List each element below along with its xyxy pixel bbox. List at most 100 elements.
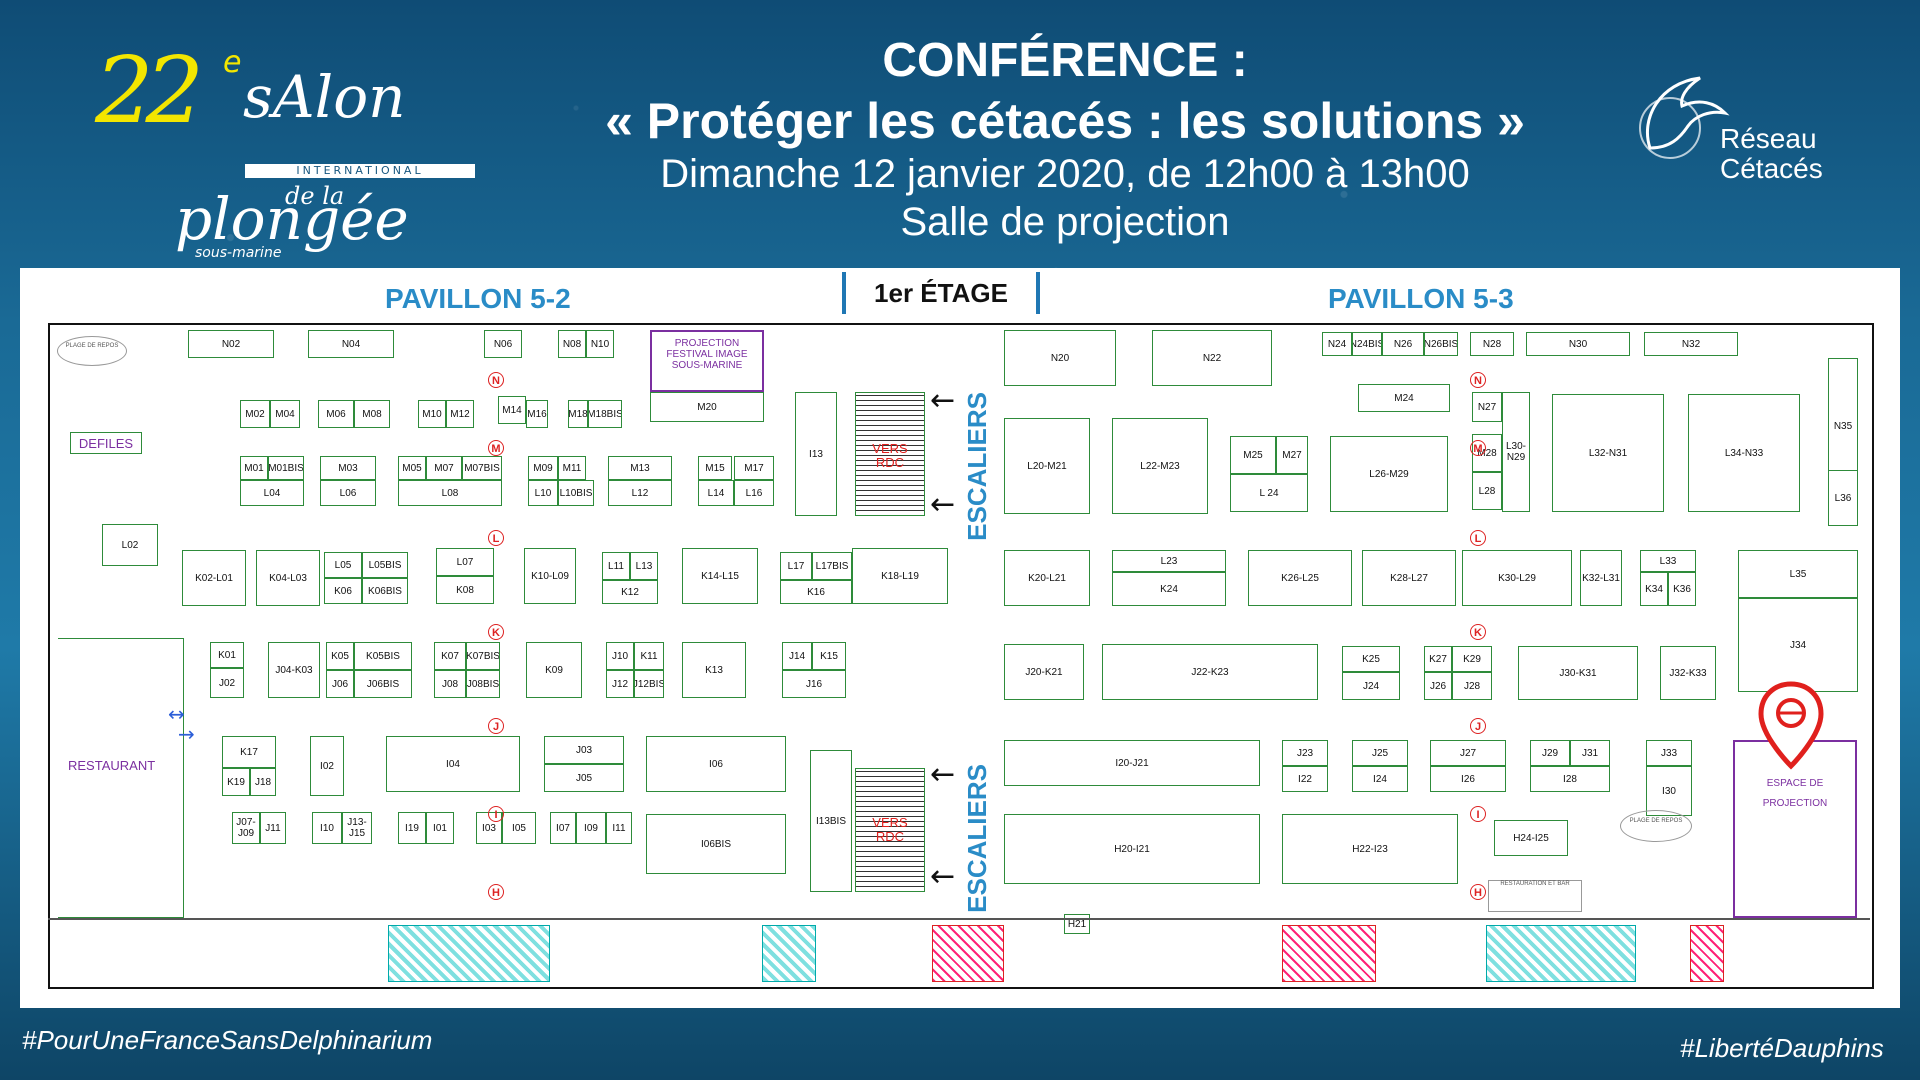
stand-i07[interactable]: I07: [550, 812, 576, 844]
stand-i06bis[interactable]: I06BIS: [646, 814, 786, 874]
stand-k30-l29[interactable]: K30-L29: [1462, 550, 1572, 606]
stand-m12[interactable]: M12: [446, 400, 474, 428]
stand-n08[interactable]: N08: [558, 330, 586, 358]
stand-j26[interactable]: J26: [1424, 672, 1452, 700]
stand-m07bis[interactable]: M07BIS: [462, 456, 502, 480]
stand-j12[interactable]: J12: [606, 670, 634, 698]
stand-m16[interactable]: M16: [526, 400, 548, 428]
stand-l22-m23[interactable]: L22-M23: [1112, 418, 1208, 514]
stand-l30-n29[interactable]: L30-N29: [1502, 392, 1530, 512]
festival-zone[interactable]: PROJECTION FESTIVAL IMAGE SOUS-MARINE: [650, 330, 764, 392]
stand-i05[interactable]: I05: [502, 812, 536, 844]
stand-j27[interactable]: J27: [1430, 740, 1506, 766]
stand-j06[interactable]: J06: [326, 670, 354, 698]
stand-l26-m29[interactable]: L26-M29: [1330, 436, 1448, 512]
stand-i04[interactable]: I04: [386, 736, 520, 792]
stand-l20-m21[interactable]: L20-M21: [1004, 418, 1090, 514]
stand-i11[interactable]: I11: [606, 812, 632, 844]
stand-k29[interactable]: K29: [1452, 646, 1492, 672]
stand-k17[interactable]: K17: [222, 736, 276, 768]
stand-k32-l31[interactable]: K32-L31: [1580, 550, 1622, 606]
stand-k01[interactable]: K01: [210, 642, 244, 668]
stand-l02[interactable]: L02: [102, 524, 158, 566]
stand-l16[interactable]: L16: [734, 480, 774, 506]
restaurant-zone[interactable]: [58, 638, 184, 918]
stand-l13[interactable]: L13: [630, 552, 658, 580]
stand-k27[interactable]: K27: [1424, 646, 1452, 672]
stand-k26-l25[interactable]: K26-L25: [1248, 550, 1352, 606]
stand-l33[interactable]: L33: [1640, 550, 1696, 572]
stand-m11[interactable]: M11: [558, 456, 586, 480]
stand-i28[interactable]: I28: [1530, 766, 1610, 792]
stand-j06bis[interactable]: J06BIS: [354, 670, 412, 698]
stand-l07[interactable]: L07: [436, 548, 494, 576]
stand-i01[interactable]: I01: [426, 812, 454, 844]
stand-k08[interactable]: K08: [436, 576, 494, 604]
stand-n22[interactable]: N22: [1152, 330, 1272, 386]
stand-j29[interactable]: J29: [1530, 740, 1570, 766]
stand-j18[interactable]: J18: [250, 768, 276, 796]
stand-n24[interactable]: N24: [1322, 332, 1352, 356]
stand-m01bis[interactable]: M01BIS: [268, 456, 304, 480]
stand-n02[interactable]: N02: [188, 330, 274, 358]
stand-m14[interactable]: M14: [498, 396, 526, 424]
stand-l10bis[interactable]: L10BIS: [558, 480, 594, 506]
stand-j34[interactable]: J34: [1738, 598, 1858, 692]
stand-m03[interactable]: M03: [320, 456, 376, 480]
stand-l28[interactable]: L28: [1472, 472, 1502, 510]
stand-m25[interactable]: M25: [1230, 436, 1276, 474]
stand-j33[interactable]: J33: [1646, 740, 1692, 766]
stand-k20-l21[interactable]: K20-L21: [1004, 550, 1090, 606]
stand-k15[interactable]: K15: [812, 642, 846, 670]
stand-m20[interactable]: M20: [650, 392, 764, 422]
stand-i09[interactable]: I09: [576, 812, 606, 844]
stand-k11[interactable]: K11: [634, 642, 664, 670]
stand-j25[interactable]: J25: [1352, 740, 1408, 766]
stand-n27[interactable]: N27: [1472, 392, 1502, 422]
stand-j28[interactable]: J28: [1452, 672, 1492, 700]
stand-l06[interactable]: L06: [320, 480, 376, 506]
stand-m05[interactable]: M05: [398, 456, 426, 480]
stand-i06[interactable]: I06: [646, 736, 786, 792]
stand-n10[interactable]: N10: [586, 330, 614, 358]
stand-k10-l09[interactable]: K10-L09: [524, 548, 576, 604]
stand-k34[interactable]: K34: [1640, 572, 1668, 606]
stand-n26[interactable]: N26: [1382, 332, 1424, 356]
stand-j08[interactable]: J08: [434, 670, 466, 698]
stand-m08[interactable]: M08: [354, 400, 390, 428]
stand-j20-k21[interactable]: J20-K21: [1004, 644, 1084, 700]
defiles-zone[interactable]: DEFILES: [70, 432, 142, 454]
stand-m06[interactable]: M06: [318, 400, 354, 428]
stand-j07-j09[interactable]: J07-J09: [232, 812, 260, 844]
stand-k14-l15[interactable]: K14-L15: [682, 548, 758, 604]
stand-n26bis[interactable]: N26BIS: [1424, 332, 1458, 356]
stand-h24-i25[interactable]: H24-I25: [1494, 820, 1568, 856]
stand-m01[interactable]: M01: [240, 456, 268, 480]
stand-j16[interactable]: J16: [782, 670, 846, 698]
stand-k04-l03[interactable]: K04-L03: [256, 550, 320, 606]
stand-j32-k33[interactable]: J32-K33: [1660, 646, 1716, 700]
stand-k12[interactable]: K12: [602, 580, 658, 604]
stand-l35[interactable]: L35: [1738, 550, 1858, 598]
stand-m04[interactable]: M04: [270, 400, 300, 428]
stand-j31[interactable]: J31: [1570, 740, 1610, 766]
stand-i10[interactable]: I10: [312, 812, 342, 844]
stand-h22-i23[interactable]: H22-I23: [1282, 814, 1458, 884]
stand-l36[interactable]: L36: [1828, 470, 1858, 526]
stand-l11[interactable]: L11: [602, 552, 630, 580]
stand-j12bis[interactable]: J12BIS: [634, 670, 664, 698]
stand-l24[interactable]: L 24: [1230, 474, 1308, 512]
stand-m18bis[interactable]: M18BIS: [588, 400, 622, 428]
stand-k28-l27[interactable]: K28-L27: [1362, 550, 1456, 606]
stand-j22-k23[interactable]: J22-K23: [1102, 644, 1318, 700]
stand-n04[interactable]: N04: [308, 330, 394, 358]
stand-m02[interactable]: M02: [240, 400, 270, 428]
stand-h20-i21[interactable]: H20-I21: [1004, 814, 1260, 884]
stand-m18[interactable]: M18: [568, 400, 588, 428]
stand-k09[interactable]: K09: [526, 642, 582, 698]
stand-i13bis[interactable]: I13BIS: [810, 750, 852, 892]
stand-n32[interactable]: N32: [1644, 332, 1738, 356]
stand-j08bis[interactable]: J08BIS: [466, 670, 500, 698]
stand-k07[interactable]: K07: [434, 642, 466, 670]
stand-m15[interactable]: M15: [698, 456, 732, 480]
